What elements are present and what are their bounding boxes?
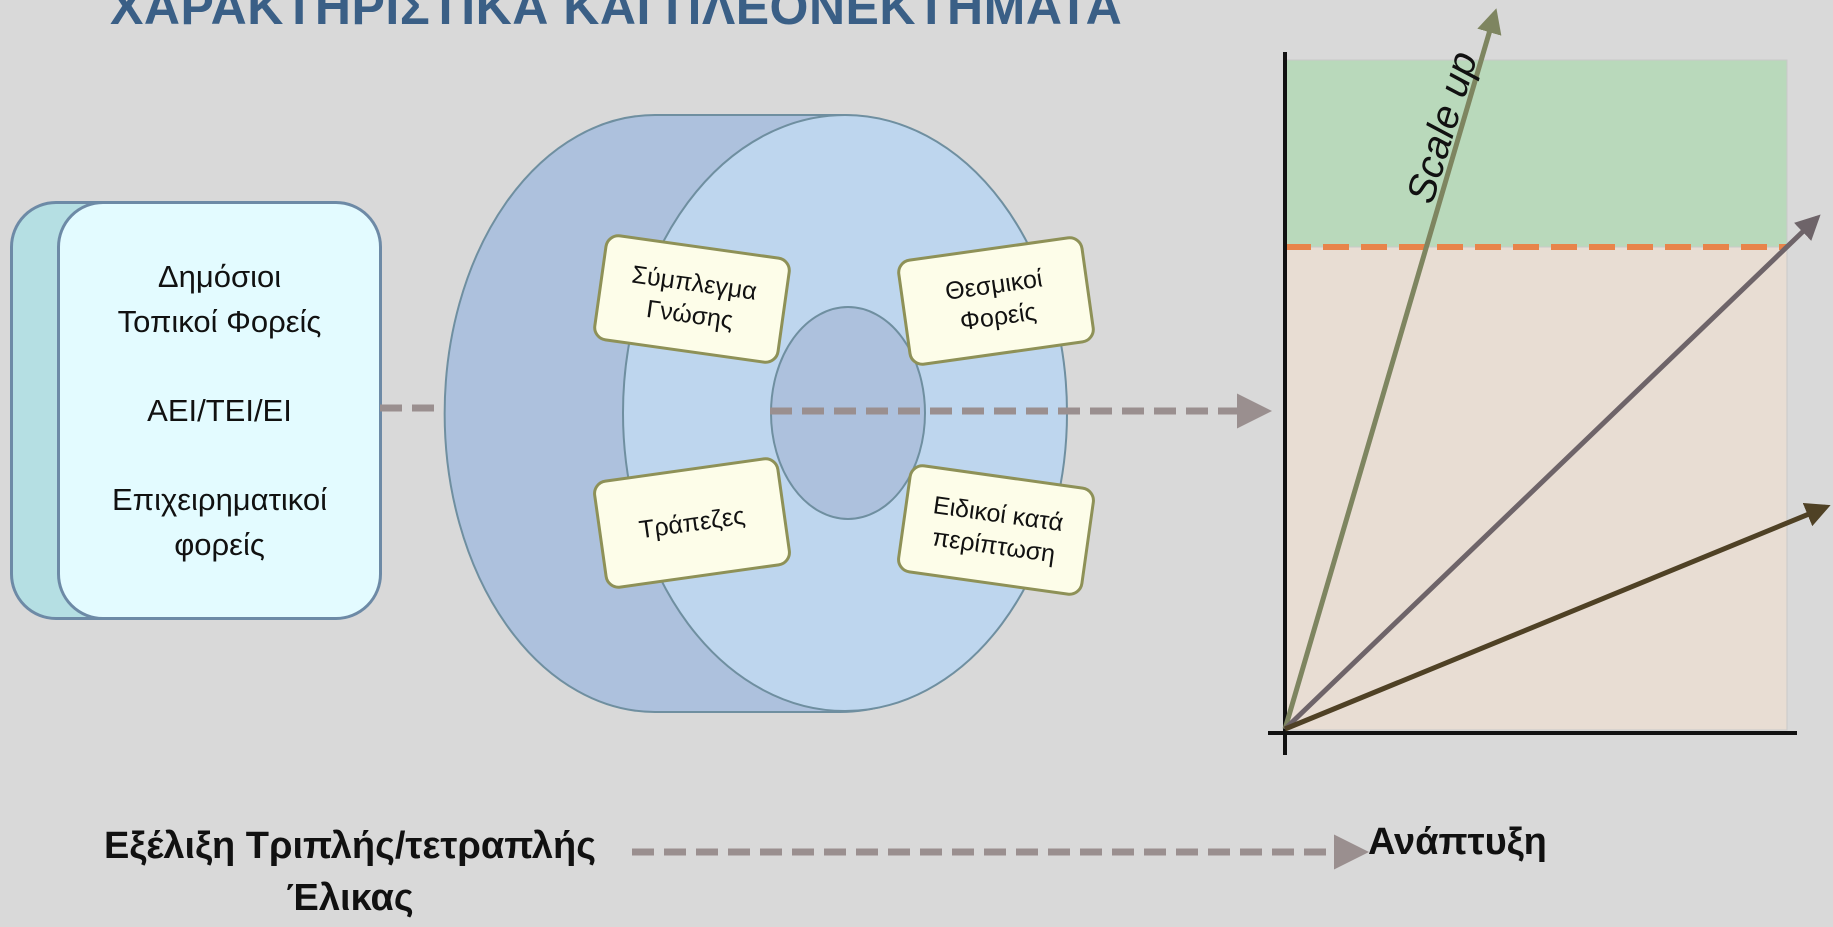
arrow-medium-growth <box>1283 214 1821 731</box>
helix-evolution-label: Εξέλιξη Τριπλής/τετραπλής Έλικας <box>60 820 640 924</box>
stakeholder-public: Δημόσιοι <box>157 259 282 294</box>
helix-evolution-line1: Εξέλιξη Τριπλής/τετραπλής <box>103 825 597 867</box>
arrow-slow-growth <box>1284 503 1831 732</box>
green-zone <box>1284 59 1788 248</box>
stakeholder-local: Τοπικοί Φορείς <box>117 304 322 339</box>
helix-evolution-line2: Έλικας <box>286 877 414 919</box>
development-label: Ανάπτυξη <box>1368 821 1547 863</box>
arrow-scale-up <box>1282 8 1502 730</box>
stakeholder-business-2: φορείς <box>174 527 265 562</box>
stakeholder-universities: ΑΕΙ/ΤΕΙ/ΕΙ <box>147 393 292 428</box>
growth-chart <box>1268 8 1831 755</box>
card-banks-line1: Τράπεζες <box>637 501 747 545</box>
stakeholder-business-1: Επιχειρηματικοί <box>112 482 327 517</box>
page-title: ΧΑΡΑΚΤΗΡΙΣΤΙΚΑ ΚΑΙ ΠΛΕΟΝΕΚΤΗΜΑΤΑ <box>110 0 1123 35</box>
stakeholders-box: Δημόσιοι Τοπικοί Φορείς ΑΕΙ/ΤΕΙ/ΕΙ Επιχε… <box>57 201 382 620</box>
